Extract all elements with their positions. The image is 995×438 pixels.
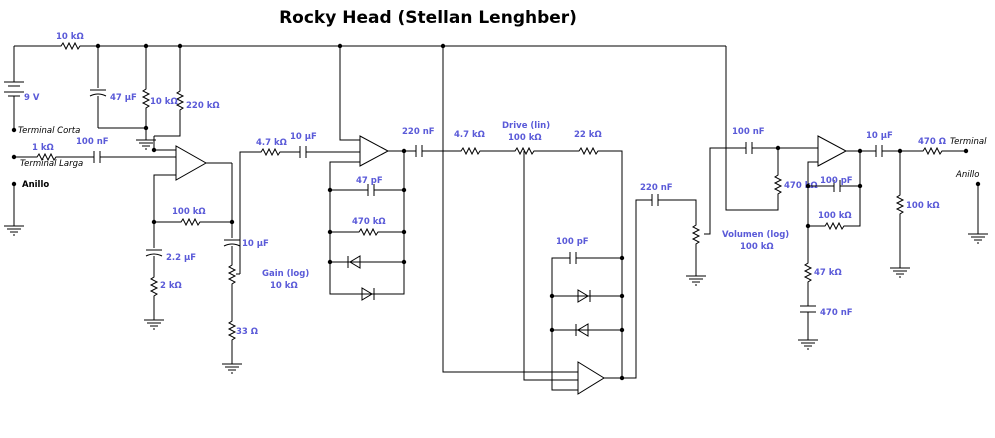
label-r100k-b: 100 kΩ [818,211,852,221]
label-r2k: 2 kΩ [160,281,182,291]
output-stage: 100 nF 470 kΩ 10 µF 470 Ω Terminal Anill… [704,127,989,350]
label-c10u-a: 10 µF [290,132,317,142]
label-r220k: 220 kΩ [186,101,220,111]
label-c47: 47 µF [110,93,137,103]
label-gain-name: Gain (log) [262,269,309,279]
label-r1k: 1 kΩ [32,143,54,153]
resistor-10k-supply [57,42,84,50]
label-c220n-b: 220 nF [640,183,673,193]
label-c100p-a: 100 pF [556,237,589,247]
schematic-title: Rocky Head (Stellan Lenghber) [279,8,577,28]
label-terminal-larga: Terminal Larga [20,159,83,169]
label-r100k-out: 100 kΩ [906,201,940,211]
label-drive-name: Drive (lin) [502,121,550,131]
label-r-in-top: 10 kΩ [56,32,84,42]
label-c2u2: 2.2 µF [166,253,196,263]
label-r470-out: 470 Ω [918,137,946,147]
label-anillo-out: Anillo [955,170,980,180]
label-r22k: 22 kΩ [574,130,602,140]
label-r470k-b: 470 kΩ [784,181,818,191]
label-r10k: 10 kΩ [150,97,178,107]
label-drive-val: 100 kΩ [508,133,542,143]
label-c470n: 470 nF [820,308,853,318]
label-vol-val: 100 kΩ [740,242,774,252]
label-c47p: 47 pF [356,176,383,186]
power-section: 10 kΩ 9 V 47 µF 10 kΩ 220 kΩ [4,32,727,150]
label-r4k7-a: 4.7 kΩ [256,138,287,148]
label-battery: 9 V [24,93,40,103]
label-r33: 33 Ω [236,327,258,337]
label-r470k-a: 470 kΩ [352,217,386,227]
label-r4k7-b: 4.7 kΩ [454,130,485,140]
label-c100n-in: 100 nF [76,137,109,147]
label-c10u-out: 10 µF [866,131,893,141]
label-c10u-b: 10 µF [242,239,269,249]
label-terminal-corta: Terminal Corta [18,126,80,136]
label-vol-name: Volumen (log) [722,230,789,240]
label-c100n-b: 100 nF [732,127,765,137]
label-c220n-a: 220 nF [402,127,435,137]
label-r100k-fb: 100 kΩ [172,207,206,217]
label-gain-val: 10 kΩ [270,281,298,291]
label-terminal-out: Terminal [950,137,987,147]
resistor-220k [176,87,184,114]
input-stage: Terminal Corta Terminal Larga 1 kΩ 100 n… [3,126,309,374]
drive-stage: 4.7 kΩ Drive (lin) 100 kΩ 22 kΩ 100 pF 2… [442,46,789,395]
clipping-stage: 4.7 kΩ 10 µF 220 nF 47 pF 470 kΩ [256,46,458,301]
resistor-10k-bias [142,85,150,112]
label-r47k: 47 kΩ [814,268,842,278]
label-c100p-b: 100 pF [820,176,853,186]
label-anillo-in: Anillo [22,180,49,190]
